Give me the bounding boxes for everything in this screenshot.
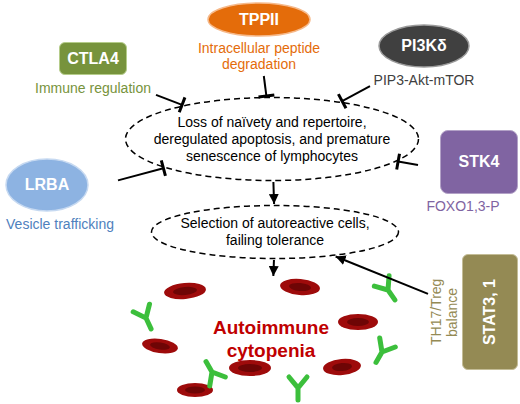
function-caption: Intracellular peptide degradation	[195, 40, 323, 72]
cell-body	[322, 357, 361, 376]
cell-center	[185, 387, 205, 394]
gene-ellipse-shape: TPPII	[207, 2, 311, 37]
ellipse-fill	[208, 3, 310, 36]
antibody-symbol	[289, 377, 307, 400]
arrow-connector	[272, 260, 275, 276]
cell-center	[289, 282, 312, 292]
gene-name: CTLA4	[67, 50, 119, 68]
cell-center	[347, 318, 369, 326]
gene-ellipse-shape: LRBA	[5, 158, 89, 212]
inhibition-connector	[118, 168, 163, 180]
function-caption: Immune regulation	[30, 80, 156, 96]
gene-ellipse: TPPII Intracellular peptide degradation	[195, 2, 323, 76]
cell-body	[279, 277, 320, 296]
red-blood-cell	[141, 337, 179, 356]
gene-name: LRBA	[25, 176, 69, 194]
node-text: Loss of naïvety and repertoire, deregula…	[145, 114, 400, 165]
dashed-ellipse	[126, 98, 419, 181]
process-ellipse: Loss of naïvety and repertoire, deregula…	[124, 96, 420, 182]
antibody-symbol	[368, 338, 395, 367]
node-text: Selection of autoreactive cells, failing…	[168, 215, 383, 249]
caption-area: Immune regulation	[30, 80, 156, 96]
ellipse-fill	[6, 159, 88, 211]
cell-body	[163, 281, 206, 301]
text-area: Autoimmune cytopenia	[140, 276, 402, 402]
cell-body	[338, 314, 378, 330]
red-blood-cell	[338, 314, 378, 330]
gene-box-shape: STAT3, 1	[462, 254, 518, 370]
gene-ellipse-shape: PI3Kδ	[378, 24, 470, 68]
gene-name: PI3Kδ	[401, 37, 446, 55]
red-blood-cell	[229, 360, 271, 376]
caption-area: Vesicle trafficking	[2, 216, 118, 232]
gene-box: STK4FOXO1,3-P	[418, 130, 518, 218]
gene-name: TPPII	[239, 11, 279, 29]
inhibition-connector	[264, 76, 267, 96]
gene-ellipse: LRBA Vesicle trafficking	[2, 158, 118, 234]
gene-name: STAT3, 1	[481, 279, 499, 345]
function-caption: TH17/Treg balance	[428, 270, 460, 354]
function-caption: FOXO1,3-P	[418, 198, 508, 214]
caption-area: PIP3-Akt-mTOR	[370, 72, 478, 88]
arrow-connector	[336, 256, 428, 293]
cell-center	[150, 341, 171, 351]
text-area: Selection of autoreactive cells, failing…	[150, 204, 400, 260]
caption-area: Intracellular peptide degradation	[195, 40, 323, 72]
red-blood-cell	[163, 281, 206, 301]
cell-body	[229, 360, 271, 376]
outcome-label: Autoimmune cytopenia	[140, 276, 402, 402]
cell-body	[141, 337, 179, 356]
dashed-ellipse	[152, 206, 399, 259]
ellipse-fill	[379, 25, 469, 67]
cell-center	[238, 364, 262, 372]
gene-box-shape: CTLA4	[59, 42, 127, 75]
antibody-symbol	[198, 357, 225, 386]
inhibition-connector	[156, 95, 182, 105]
caption-area: FOXO1,3-P	[418, 198, 508, 214]
gene-box-shape: STK4	[440, 130, 518, 194]
gene-ellipse: PI3KδPIP3-Akt-mTOR	[370, 24, 478, 90]
node-text: Autoimmune cytopenia	[191, 316, 351, 362]
process-ellipse: Selection of autoreactive cells, failing…	[150, 204, 400, 260]
arrow-connector	[272, 182, 275, 204]
antibody-symbol	[133, 304, 159, 332]
red-blood-cells	[141, 277, 378, 397]
text-area: Loss of naïvety and repertoire, deregula…	[124, 96, 420, 182]
function-caption: PIP3-Akt-mTOR	[370, 72, 478, 88]
function-caption: Vesicle trafficking	[2, 216, 118, 232]
inhibition-connector	[398, 162, 418, 166]
cell-center	[173, 286, 198, 296]
antibodies	[133, 276, 402, 400]
gene-name: STK4	[459, 153, 500, 171]
red-blood-cell	[279, 277, 320, 296]
cell-center	[332, 362, 353, 372]
caption-area: TH17/Treg balance	[428, 254, 460, 370]
gene-box: CTLA4Immune regulation	[30, 42, 156, 100]
antibody-symbol	[374, 276, 402, 305]
inhibition-connector	[342, 86, 370, 101]
red-blood-cell	[322, 357, 361, 376]
gene-box: STAT3, 1 TH17/Treg balance	[428, 254, 518, 370]
